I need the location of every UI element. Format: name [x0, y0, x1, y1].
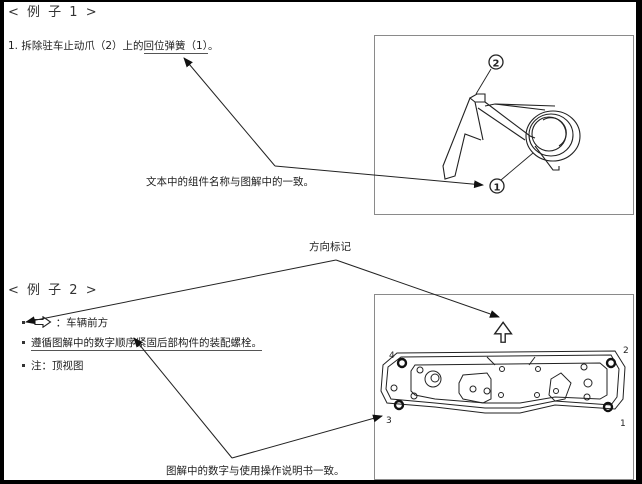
bullet-dot — [22, 340, 25, 344]
bolt-2 — [605, 357, 617, 369]
manual-page: < 例 子 1 > 1. 拆除驻车止动爪（2）上的回位弹簧（1）。 文本中的组件… — [4, 2, 636, 480]
leader-to-marker-1 — [274, 165, 484, 189]
pawl-spring-drawing: 2 1 — [442, 54, 581, 194]
bolts — [393, 357, 617, 413]
bullet-text: ：车辆前方 — [55, 317, 109, 329]
callout-marker-1: 1 — [489, 152, 534, 194]
leader-to-front-arrow-icon — [25, 259, 337, 325]
bracket-plate — [380, 350, 626, 414]
bolt-number-4: 4 — [389, 351, 395, 361]
bolt-number-3: 3 — [386, 416, 392, 426]
svg-text:2: 2 — [493, 59, 500, 70]
figure-panel-bracket: 2 4 3 1 — [374, 294, 634, 480]
bullet-tighten-order: 遵循图解中的数字顺序紧固后部构件的装配螺栓。 — [22, 336, 262, 351]
bolt-number-1: 1 — [620, 419, 626, 429]
arrow-right-outline-icon — [34, 315, 52, 329]
callout-marker-2: 2 — [475, 54, 504, 95]
bullet-dot — [22, 320, 25, 324]
step-text-suffix: 。 — [207, 40, 219, 52]
bullet-top-view-note: 注：顶视图 — [22, 359, 84, 373]
bolt-number-2: 2 — [623, 346, 629, 356]
bolt-4 — [396, 357, 408, 369]
leader-lines — [25, 57, 500, 459]
example-1-header: < 例 子 1 > — [8, 5, 99, 20]
step-text-prefix: 1. 拆除驻车止动爪（2）上的 — [8, 40, 144, 52]
front-direction-arrow-icon — [493, 321, 513, 343]
example-1-step: 1. 拆除驻车止动爪（2）上的回位弹簧（1）。 — [8, 39, 219, 54]
bolt-number-labels: 2 4 3 1 — [386, 346, 629, 429]
parking-pawl — [442, 93, 556, 180]
example-2-header: < 例 子 2 > — [8, 283, 99, 298]
leader-to-bolt-number — [231, 414, 383, 459]
return-spring — [494, 103, 581, 171]
example-2-callout: 图解中的数字与使用操作说明书一致。 — [166, 465, 345, 477]
svg-text:1: 1 — [494, 183, 501, 194]
bullet-text: 注：顶视图 — [31, 360, 84, 372]
bolt-1 — [602, 401, 614, 413]
leader-to-tighten-text — [133, 337, 233, 459]
leader-to-spring-text — [183, 57, 276, 167]
bracket-holes — [390, 363, 593, 401]
step-text-underlined: 回位弹簧（1） — [143, 40, 208, 54]
bracket-top-view-drawing: 2 4 3 1 — [380, 321, 629, 429]
bullet-dot — [22, 363, 25, 367]
bolt-3 — [393, 399, 405, 411]
leader-to-direction-mark — [335, 259, 500, 318]
bullet-front-direction: ：车辆前方 — [22, 315, 109, 330]
example-1-callout: 文本中的组件名称与图解中的一致。 — [146, 176, 314, 188]
direction-mark-label: 方向标记 — [309, 241, 351, 253]
bullet-text: 遵循图解中的数字顺序紧固后部构件的装配螺栓。 — [31, 337, 262, 351]
figure-panel-pawl: 2 1 — [374, 35, 634, 215]
